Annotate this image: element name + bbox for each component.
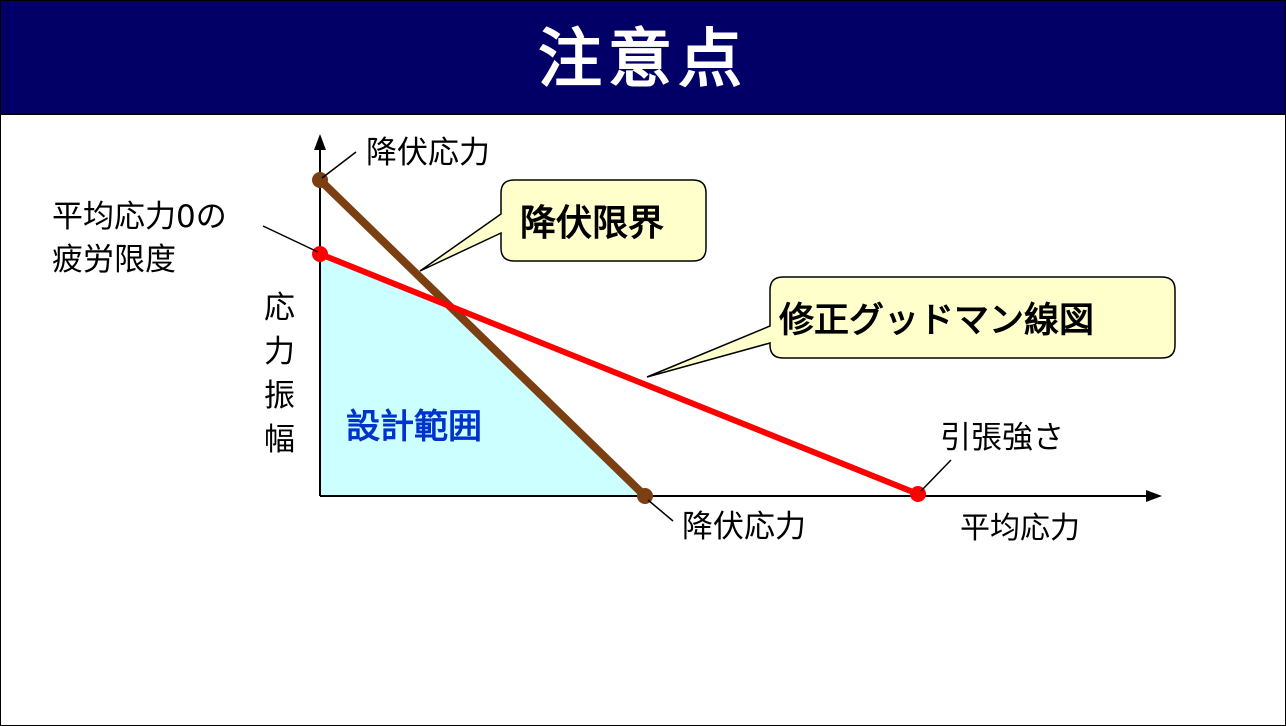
y-axis-label-char-1: 応: [264, 290, 295, 326]
x-axis-label: 平均応力: [960, 511, 1080, 546]
leader-fatigue-limit: [262, 225, 319, 253]
yield-limit-callout-text: 降伏限界: [520, 203, 664, 244]
yield-limit-callout: [419, 179, 707, 272]
title-bar: 注意点: [1, 1, 1285, 115]
goodman-line: [318, 251, 920, 497]
goodman-callout-text: 修正グッドマン線図: [778, 301, 1094, 341]
design-range-area: [320, 254, 645, 496]
leader-yield-top: [321, 151, 357, 179]
y-axis-label-char-3: 振: [264, 378, 295, 414]
fatigue-limit-label-line2: 疲労限度: [52, 242, 176, 278]
yield-limit-line: [317, 177, 648, 499]
page-title: 注意点: [538, 23, 748, 97]
tensile-strength-label: 引張強さ: [940, 420, 1064, 456]
design-range-label: 設計範囲: [346, 407, 482, 447]
fatigue-limit-point: [312, 246, 328, 262]
fatigue-limit-label-line1: 平均応力0の: [52, 199, 227, 235]
leader-yield-bottom: [647, 499, 674, 522]
yield-stress-label-top: 降伏応力: [366, 135, 490, 171]
x-axis-arrow-icon: [1146, 490, 1162, 502]
yield-stress-label-bottom: 降伏応力: [682, 509, 806, 545]
goodman-callout: [646, 276, 1176, 378]
leader-tensile-strength: [920, 459, 952, 492]
y-axis-label-char-2: 力: [264, 334, 295, 370]
y-axis-arrow-icon: [314, 134, 326, 150]
y-axis-label-char-4: 幅: [264, 422, 295, 458]
